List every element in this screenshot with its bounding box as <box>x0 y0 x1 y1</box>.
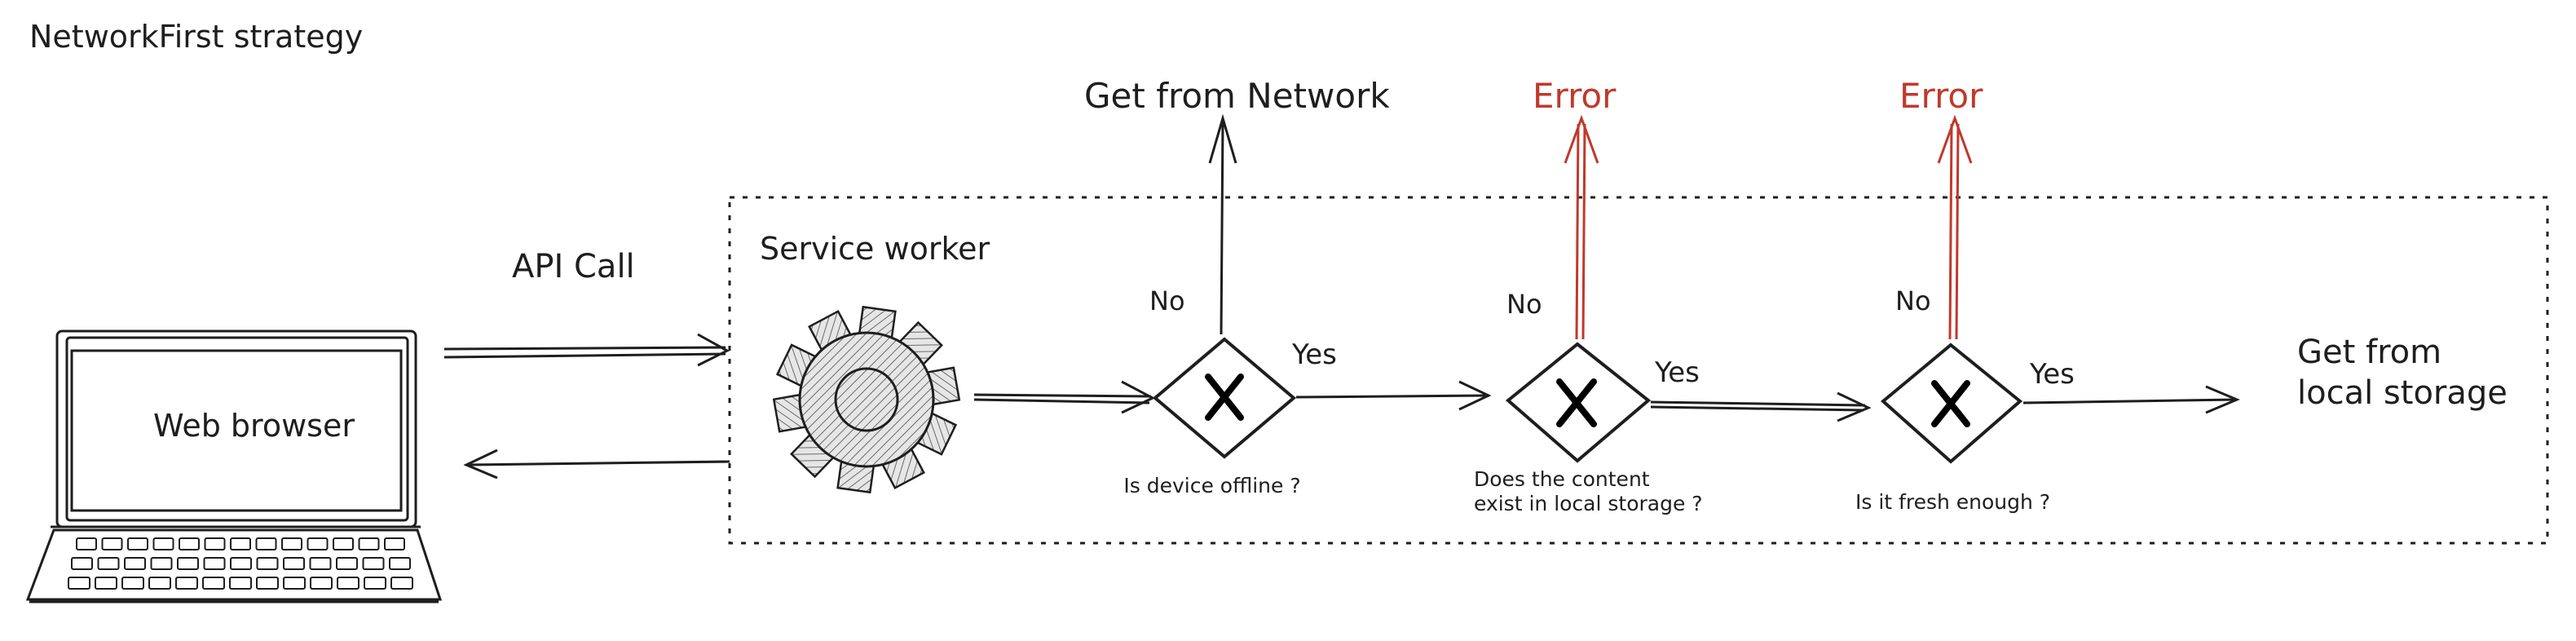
api-call-label: API Call <box>512 248 635 285</box>
flow-arrow-2-3 <box>1650 391 1872 422</box>
keyboard-key <box>121 577 144 590</box>
keyboard-key <box>281 537 302 550</box>
final-outcome-line-2: local storage <box>2297 374 2508 412</box>
keyboard-key <box>333 537 354 550</box>
keyboard-key <box>76 537 97 550</box>
decision-1-no-label: No <box>1149 285 1185 316</box>
keyboard-key <box>179 537 200 550</box>
flow-arrow-1-2 <box>1295 380 1492 411</box>
final-outcome-line-1: Get from <box>2297 334 2441 371</box>
keyboard-key <box>127 537 148 550</box>
keyboard-key <box>124 557 146 570</box>
keyboard-key <box>283 577 306 590</box>
keyboard-key <box>148 577 171 590</box>
keyboard-key <box>336 557 358 570</box>
service-worker-label: Service worker <box>760 231 990 267</box>
decision-1-no-outcome: Get from Network <box>1084 76 1390 116</box>
decision-1-x-icon <box>1205 374 1244 421</box>
keyboard-key <box>256 557 279 570</box>
decision-3-no-outcome: Error <box>1899 76 1983 116</box>
keyboard-key <box>68 577 90 590</box>
decision-2-question-line-2: exist in local storage ? <box>1474 492 1703 515</box>
keyboard-key <box>204 537 226 550</box>
decision-3-no-label: No <box>1895 285 1931 316</box>
decision-3-question-line-1: Is it fresh enough ? <box>1855 490 2050 514</box>
decision-3-question: Is it fresh enough ? <box>1855 490 2050 514</box>
request-arrow <box>443 333 730 367</box>
keyboard-key <box>177 557 199 570</box>
keyboard-key <box>362 557 385 570</box>
keyboard-key <box>229 577 252 590</box>
flow-arrow-start <box>973 380 1156 414</box>
decision-1-no-arrow <box>1208 113 1237 335</box>
gear-icon <box>772 305 961 494</box>
decision-3: Is it fresh enough ? No Yes Error <box>1855 76 2075 514</box>
keyboard-key <box>384 537 405 550</box>
final-outcome: Get from local storage <box>2297 334 2508 412</box>
decision-2-no-arrow <box>1564 114 1599 340</box>
decision-1-yes-label: Yes <box>1291 338 1337 371</box>
keyboard-key <box>95 577 117 590</box>
laptop-keyboard <box>68 537 413 590</box>
keyboard-key <box>230 537 251 550</box>
decision-2-no-label: No <box>1506 289 1542 320</box>
keyboard-key <box>389 557 411 570</box>
keyboard-key <box>152 537 174 550</box>
diagram-title: NetworkFirst strategy <box>29 19 363 55</box>
keyboard-key <box>97 557 120 570</box>
keyboard-key <box>175 577 198 590</box>
keyboard-key <box>230 557 252 570</box>
keyboard-key <box>337 577 359 590</box>
decision-3-no-arrow <box>1937 114 1973 340</box>
decision-2-yes-label: Yes <box>1654 356 1700 389</box>
decision-2-x-icon <box>1556 378 1597 427</box>
flow-arrow-3-final <box>2022 385 2240 414</box>
keyboard-key <box>256 577 279 590</box>
decision-2-question: Does the content exist in local storage … <box>1474 467 1703 515</box>
keyboard-key <box>358 537 380 550</box>
keyboard-key <box>255 537 277 550</box>
response-arrow <box>463 449 730 480</box>
keyboard-key <box>101 537 123 550</box>
gear-hub <box>834 367 899 432</box>
decision-3-x-icon <box>1931 380 1970 427</box>
decision-2: Does the content exist in local storage … <box>1474 76 1703 515</box>
keyboard-key <box>309 557 332 570</box>
keyboard-key <box>203 557 226 570</box>
web-browser-label: Web browser <box>153 408 355 444</box>
decision-3-yes-label: Yes <box>2029 358 2075 391</box>
decision-2-question-line-1: Does the content <box>1474 467 1650 491</box>
decision-1-question: Is device offline ? <box>1123 474 1300 497</box>
keyboard-key <box>307 537 329 550</box>
keyboard-key <box>364 577 386 590</box>
decision-1: Is device offline ? No Yes Get from Netw… <box>1084 76 1390 497</box>
keyboard-key <box>202 577 225 590</box>
keyboard-key <box>150 557 173 570</box>
keyboard-key <box>390 577 413 590</box>
keyboard-key <box>283 557 305 570</box>
keyboard-key <box>310 577 333 590</box>
decision-2-no-outcome: Error <box>1533 76 1617 116</box>
keyboard-key <box>71 557 93 570</box>
decision-1-question-line-1: Is device offline ? <box>1123 474 1300 497</box>
laptop-icon <box>25 329 443 603</box>
